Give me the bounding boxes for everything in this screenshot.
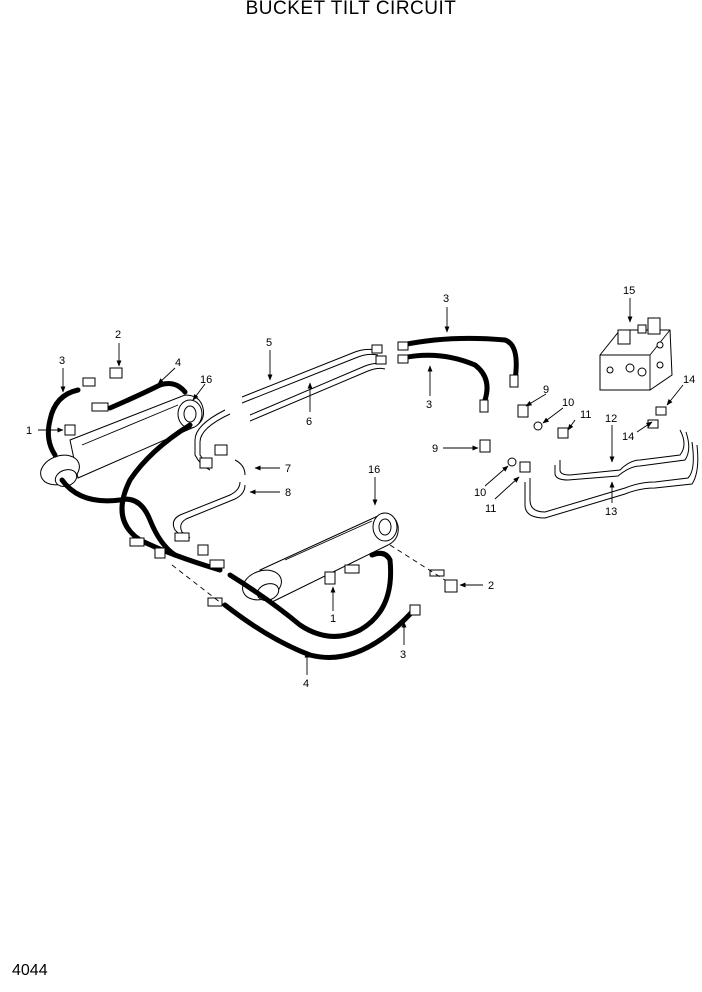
steel-tubes-7-8 <box>172 409 246 541</box>
callout-6: 6 <box>306 416 312 428</box>
callout-1-center: 1 <box>330 613 336 625</box>
fittings <box>64 341 667 616</box>
callout-14-lower: 14 <box>622 431 634 443</box>
steel-tubes-12-13 <box>524 429 699 519</box>
center-bucket-cylinder <box>242 512 399 603</box>
callout-16-left: 16 <box>200 374 212 386</box>
callout-11-upper: 11 <box>580 409 591 421</box>
callout-3-mid: 3 <box>426 399 432 411</box>
steel-tubes-5-6 <box>241 348 386 422</box>
callout-3-bottom: 3 <box>400 649 406 661</box>
control-valve <box>599 317 673 391</box>
callout-3-left: 3 <box>59 355 65 367</box>
callout-5: 5 <box>266 337 272 349</box>
callout-4-bottom: 4 <box>303 678 309 690</box>
callout-8: 8 <box>285 487 291 499</box>
callout-4-left: 4 <box>175 357 181 369</box>
page-number: 4044 <box>12 962 48 979</box>
callout-10-upper: 10 <box>562 397 574 409</box>
callout-15: 15 <box>623 285 635 297</box>
callout-16-center: 16 <box>368 464 380 476</box>
callout-13: 13 <box>605 506 617 518</box>
callout-14-right: 14 <box>683 374 695 386</box>
callout-2-right: 2 <box>488 580 494 592</box>
callout-10-lower: 10 <box>474 487 486 499</box>
leader-lines <box>38 298 684 675</box>
callout-labels: 1 1 2 2 3 3 3 3 4 4 5 6 7 8 9 9 10 10 11… <box>26 285 695 690</box>
callout-1-left: 1 <box>26 425 32 437</box>
callout-11-lower: 11 <box>485 503 496 515</box>
callout-9-lower: 9 <box>432 443 438 455</box>
left-bucket-cylinder <box>40 394 204 487</box>
hoses <box>45 335 519 660</box>
callout-3-top: 3 <box>443 293 449 305</box>
callout-9-upper: 9 <box>543 384 549 396</box>
diagram-title: BUCKET TILT CIRCUIT <box>245 0 457 19</box>
dashed-alignment-lines <box>171 544 446 611</box>
callout-2-left: 2 <box>115 329 121 341</box>
callout-7: 7 <box>285 463 291 475</box>
callout-12: 12 <box>605 413 617 425</box>
